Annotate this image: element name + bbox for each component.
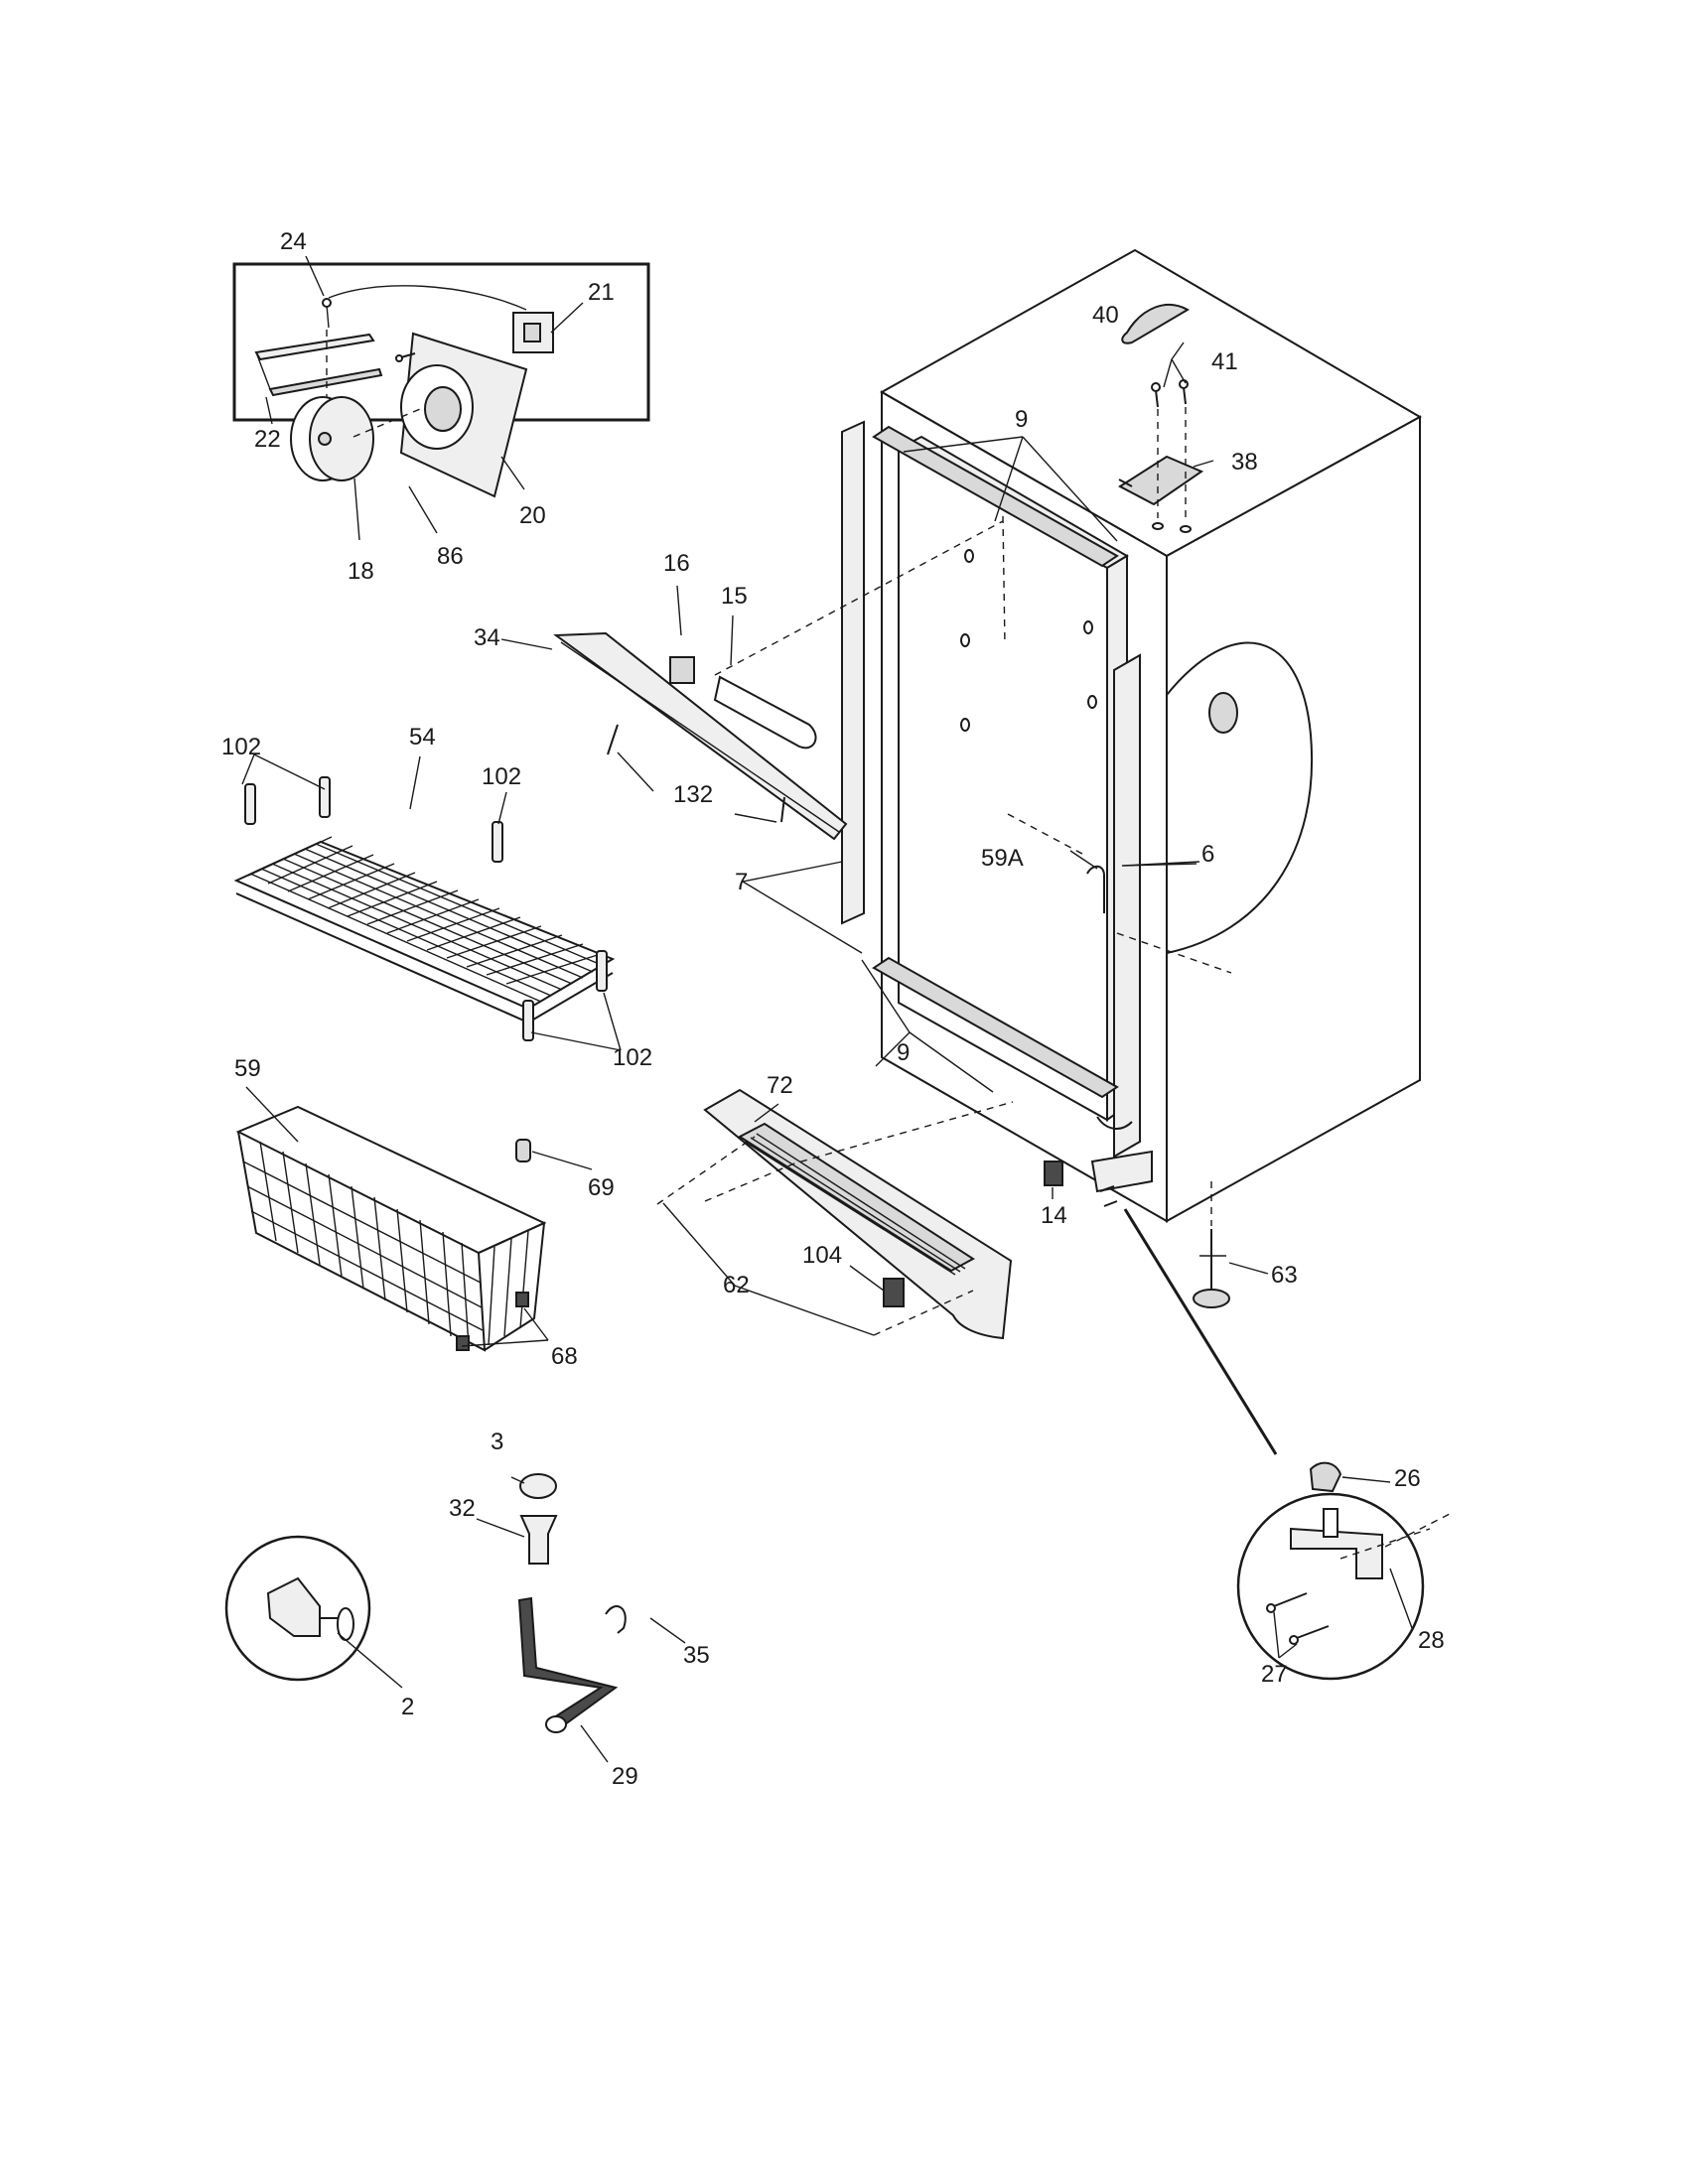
callout-labels: 24 21 22 20 18 86 16 15 34 132 102 54 10… — [221, 228, 1445, 1790]
light-assembly — [553, 520, 1004, 841]
callout-102-top-right: 102 — [482, 763, 521, 790]
top-hinge-assembly — [1118, 304, 1214, 533]
wire-shelf — [233, 776, 616, 1041]
fan-assembly-inset — [232, 262, 650, 498]
wire-basket — [235, 1105, 547, 1352]
freezer-cabinet — [742, 248, 1423, 1223]
callout-86: 86 — [437, 543, 464, 570]
callout-59: 59 — [234, 1055, 261, 1082]
bottom-hinge-area — [1044, 1150, 1451, 1681]
callout-40: 40 — [1092, 302, 1119, 329]
callout-27: 27 — [1261, 1661, 1288, 1688]
callout-22: 22 — [254, 426, 281, 453]
callout-9-top: 9 — [1015, 406, 1028, 433]
callout-24: 24 — [280, 228, 307, 255]
callout-41: 41 — [1211, 348, 1238, 375]
callout-102-top-left: 102 — [221, 734, 261, 760]
callout-32: 32 — [449, 1495, 476, 1522]
callout-68: 68 — [551, 1343, 578, 1370]
callout-63: 63 — [1271, 1262, 1298, 1289]
callout-34: 34 — [474, 624, 500, 651]
callout-16: 16 — [663, 550, 690, 577]
callout-21: 21 — [588, 279, 615, 306]
callout-132: 132 — [673, 781, 713, 808]
callout-14: 14 — [1041, 1202, 1067, 1229]
callout-2: 2 — [401, 1694, 414, 1720]
callout-72: 72 — [767, 1072, 793, 1099]
callout-69: 69 — [588, 1174, 615, 1201]
callout-18: 18 — [348, 558, 374, 585]
callout-15: 15 — [721, 583, 748, 610]
callout-6: 6 — [1201, 841, 1214, 868]
callout-38: 38 — [1231, 449, 1258, 476]
drain-assembly — [224, 1473, 627, 1733]
leader-lines — [241, 255, 1413, 1763]
callout-59A: 59A — [981, 845, 1024, 872]
callout-26: 26 — [1394, 1465, 1421, 1492]
callout-20: 20 — [519, 502, 546, 529]
callout-62: 62 — [723, 1272, 750, 1298]
callout-7: 7 — [735, 869, 748, 895]
callout-3: 3 — [491, 1429, 503, 1455]
toe-grille — [656, 1088, 1014, 1340]
callout-102-bottom: 102 — [613, 1044, 652, 1071]
callout-104: 104 — [802, 1242, 842, 1269]
callout-54: 54 — [409, 724, 436, 751]
callout-35: 35 — [683, 1642, 710, 1669]
callout-28: 28 — [1418, 1627, 1445, 1654]
callout-9-bottom: 9 — [897, 1039, 910, 1066]
callout-29: 29 — [612, 1763, 638, 1790]
